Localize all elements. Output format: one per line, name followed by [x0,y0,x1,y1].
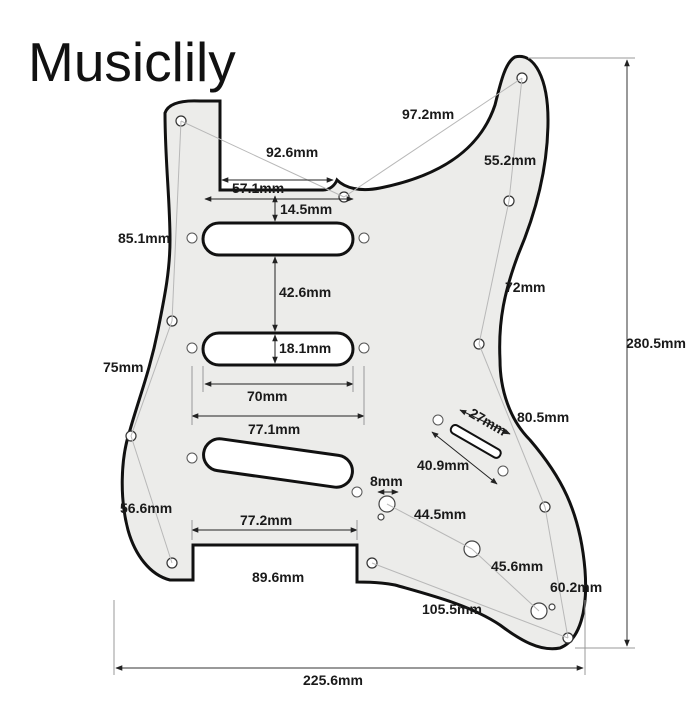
label-70mm: 70mm [247,388,287,404]
bridge-pickup-route [202,437,354,489]
label-105-5mm: 105.5mm [422,601,482,617]
overall-dimensions [115,59,630,671]
label-40-9mm: 40.9mm [417,457,469,473]
label-8mm: 8mm [370,473,403,489]
label-45-6mm: 45.6mm [491,558,543,574]
label-80-5mm: 80.5mm [517,409,569,425]
label-77-2mm: 77.2mm [240,512,292,528]
label-225-6mm: 225.6mm [303,672,363,688]
neck-pickup-route [201,221,355,257]
brand-title: Musiclily [28,31,236,93]
extension-lines [113,57,635,675]
label-55-2mm: 55.2mm [484,152,536,168]
label-44-5mm: 44.5mm [414,506,466,522]
middle-pickup-route [201,331,355,367]
label-92-6mm: 92.6mm [266,144,318,160]
label-97-2mm: 97.2mm [402,106,454,122]
label-75mm: 75mm [103,359,143,375]
label-60-2mm: 60.2mm [550,579,602,595]
label-57-1mm: 57.1mm [232,180,284,196]
label-18-1mm: 18.1mm [279,340,331,356]
label-280-5mm: 280.5mm [626,335,686,351]
label-56-6mm: 56.6mm [120,500,172,516]
label-89-6mm: 89.6mm [252,569,304,585]
label-72mm: 72mm [505,279,545,295]
label-42-6mm: 42.6mm [279,284,331,300]
screw-spacing-lines [130,77,569,639]
pickup-mounting-holes [186,232,509,498]
dimension-arrows [191,177,511,533]
label-14-5mm: 14.5mm [280,201,332,217]
label-77-1mm: 77.1mm [248,421,300,437]
label-85-1mm: 85.1mm [118,230,170,246]
